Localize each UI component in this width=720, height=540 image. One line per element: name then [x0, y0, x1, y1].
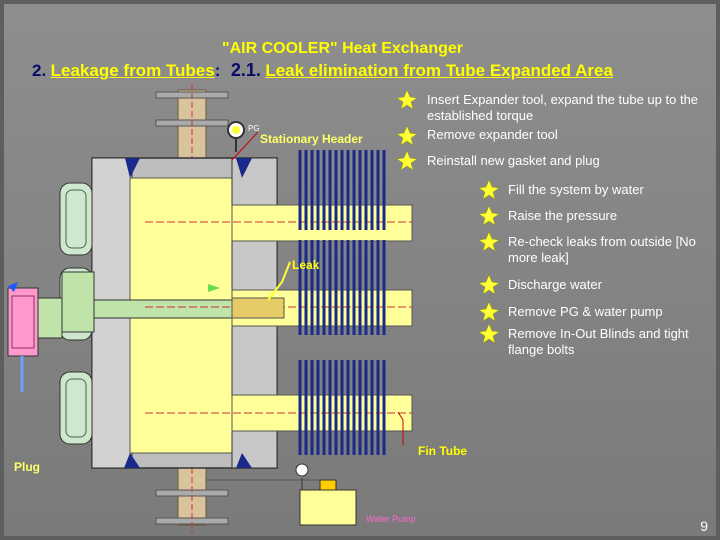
subsection-number: 2.1.	[230, 60, 261, 80]
step-8: Remove PG & water pump	[508, 304, 663, 319]
section-separator: :	[214, 61, 221, 80]
gasket-top-right	[236, 158, 252, 178]
step-9: Remove In-Out Blinds and tight flange bo…	[508, 326, 689, 357]
leak-label: Leak	[292, 258, 320, 272]
fin-tube-pointer	[397, 411, 404, 445]
step-6: Re-check leaks from outside [No more lea…	[508, 234, 696, 265]
subsection-link[interactable]: Leak elimination from Tube Expanded Area	[265, 61, 613, 80]
section-link[interactable]: Leakage from Tubes	[50, 61, 215, 80]
gasket-top-left	[125, 158, 140, 178]
step-bullets	[396, 89, 500, 344]
page-number: 9	[700, 518, 708, 534]
step-5: Raise the pressure	[508, 208, 618, 223]
stationary-header-pointer	[231, 131, 259, 161]
step-3: Reinstall new gasket and plug	[427, 153, 600, 168]
step-2: Remove expander tool	[427, 127, 558, 142]
expander-tool	[7, 271, 235, 392]
stationary-header-label: Stationary Header	[260, 132, 363, 146]
step-7: Discharge water	[508, 277, 602, 292]
tubes	[145, 204, 413, 432]
pressure-gauge-icon	[227, 121, 245, 152]
step-4: Fill the system by water	[508, 182, 644, 197]
fin-tube-fins	[298, 150, 386, 455]
slide-title: "AIR COOLER" Heat Exchanger	[222, 40, 463, 57]
gasket-bottom-left	[124, 453, 140, 468]
water-pump-label: Water Pump	[366, 514, 416, 524]
bottom-nozzle	[155, 450, 229, 534]
section-number: 2.	[32, 61, 47, 80]
water-pump	[206, 463, 357, 526]
section-heading: 2. Leakage from Tubes: 2.1. Leak elimina…	[32, 60, 613, 81]
pg-label: PG	[248, 124, 260, 133]
top-nozzle	[155, 84, 229, 165]
fin-tube-label: Fin Tube	[418, 444, 468, 458]
leak-pointer	[267, 261, 291, 301]
plug-label: Plug	[14, 460, 40, 474]
gasket-bottom-right	[236, 453, 252, 468]
step-1: Insert Expander tool, expand the tube up…	[427, 92, 699, 123]
